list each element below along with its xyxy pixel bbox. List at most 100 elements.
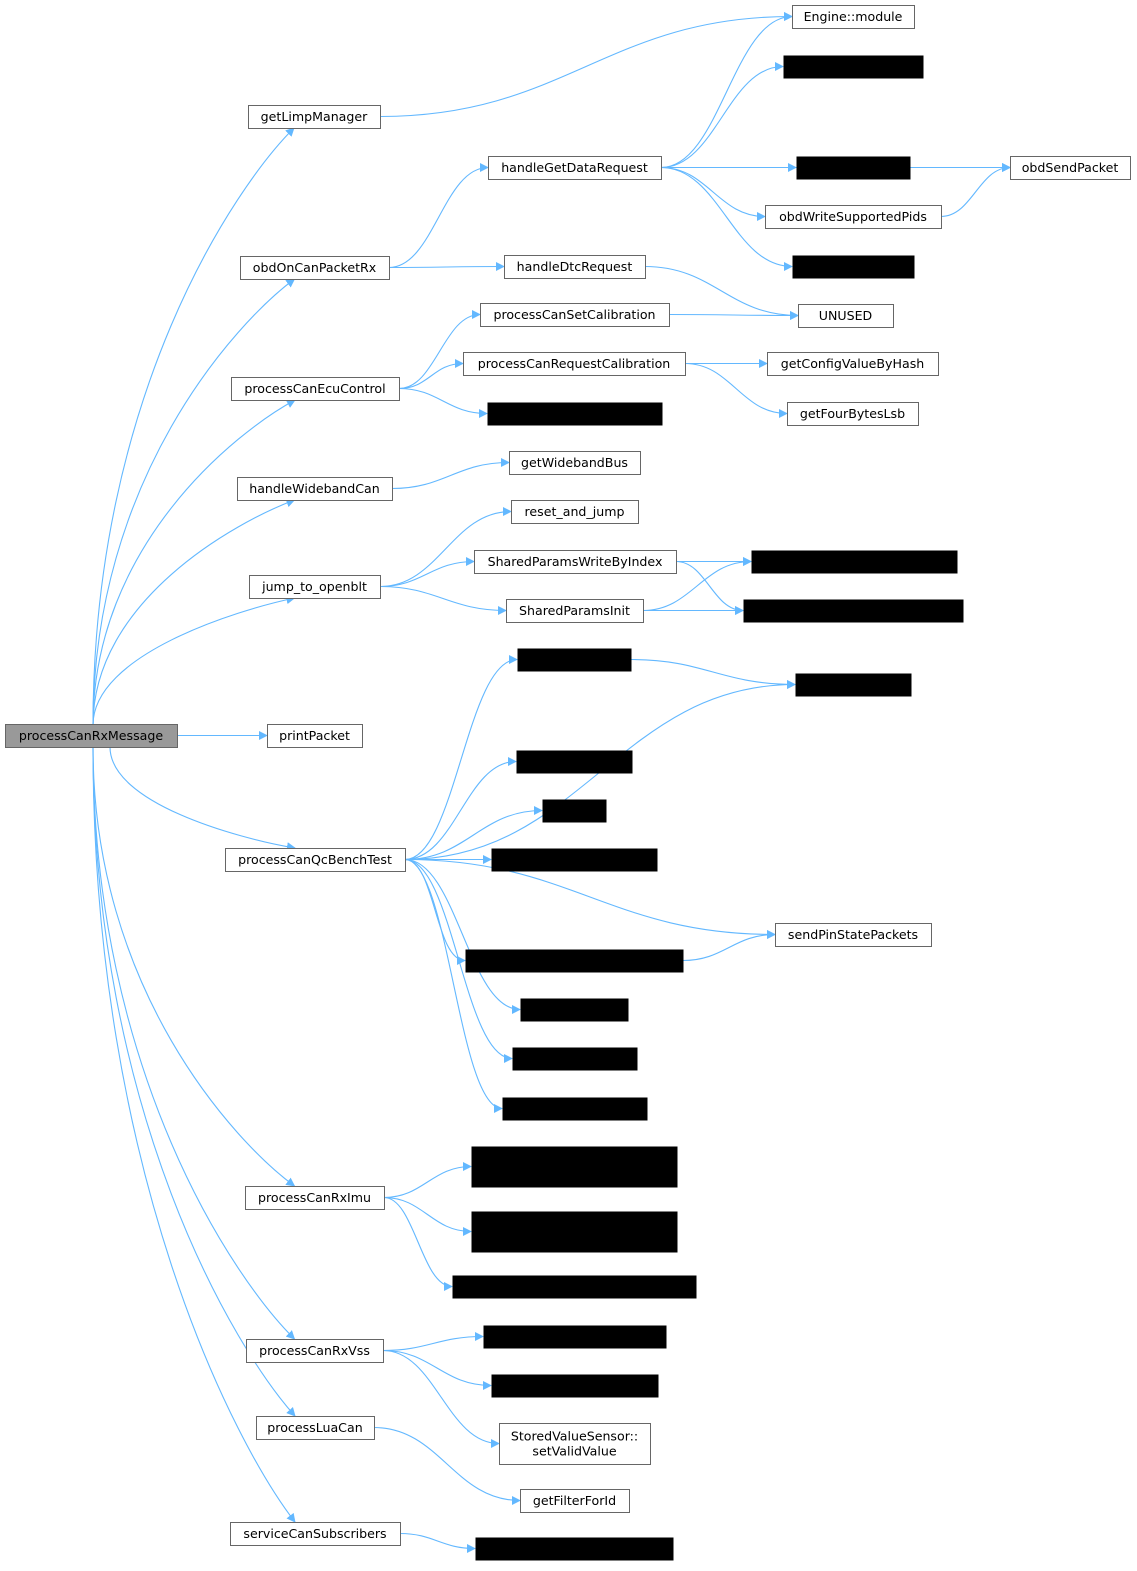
edge-processCanQcBenchTest-to-sendSavedBenchStatePackets — [404, 858, 466, 965]
node-obdOnCanPacketRx[interactable]: obdOnCanPacketRx — [240, 256, 390, 280]
node-setPin[interactable]: setPin — [542, 799, 607, 823]
node-setHwQcMode[interactable]: setHwQcMode — [795, 673, 912, 697]
node-box — [1010, 156, 1131, 180]
node-label: resetPinStats — [533, 1002, 616, 1017]
node-sendOutBoardMeta[interactable]: sendOutBoardMeta — [502, 1097, 648, 1121]
node-box — [512, 1047, 638, 1071]
edge-processCanRxVss-to-processCanRxVssImpl — [382, 1349, 492, 1390]
node-SharedParamsInit[interactable]: SharedParamsInit — [506, 599, 644, 623]
node-processCanRxSecondVss[interactable]: processCanRxSecondVss — [483, 1325, 667, 1349]
node-box — [267, 724, 363, 748]
node-label: processCanQcBenchTest — [238, 852, 392, 867]
node-label: reset_and_jump — [525, 504, 625, 519]
node-getFourBytesLsb[interactable]: getFourBytesLsb — [787, 402, 919, 426]
node-label: getConfigValueByHash — [781, 356, 925, 371]
node-box — [240, 256, 390, 280]
node-box — [542, 799, 607, 823]
node-engineModule[interactable]: Engine::module — [792, 5, 915, 29]
node-box — [237, 477, 393, 501]
node-label: getLimpManager — [261, 109, 368, 124]
node-reset_and_jump[interactable]: reset_and_jump — [511, 500, 639, 524]
node-processCanUserControl[interactable]: processCanUserControl — [487, 402, 663, 426]
node-label: SharedParamsInit — [519, 603, 630, 618]
node-obdWriteSupportedPids[interactable]: obdWriteSupportedPids — [765, 205, 942, 229]
node-processCanRequestCalibration[interactable]: processCanRequestCalibration — [463, 352, 686, 376]
node-label: _10_RollX — [543, 1167, 605, 1182]
node-SharedParamsValidateBuffer[interactable]: SharedParamsValidateBuffer — [751, 550, 958, 574]
node-processCanQcBenchTest[interactable]: processCanQcBenchTest — [225, 848, 406, 872]
edge-handleWidebandCan-to-getWidebandBus — [391, 458, 510, 490]
edges-layer — [92, 12, 1011, 1553]
edge-obdOnCanPacketRx-to-handleGetDataRequest — [388, 163, 489, 269]
node-resetPinStats[interactable]: resetPinStats — [520, 998, 629, 1022]
edge-processCanRxVss-to-processCanRxSecondVss — [382, 1332, 484, 1352]
node-SharedParamsWriteByIndex[interactable]: SharedParamsWriteByIndex — [474, 550, 677, 574]
edge-handleGetDataRequest-to-obdWriteSupportedPids — [660, 166, 766, 221]
edge-handleGetDataRequest-to-getFuelingLoad — [660, 166, 793, 271]
node-label: processCanRxVss — [259, 1343, 370, 1358]
node-label: setPin — [555, 803, 593, 818]
node-processCanRxVss[interactable]: processCanRxVss — [246, 1339, 384, 1363]
node-processCanEcuControl[interactable]: processCanEcuControl — [231, 377, 400, 401]
node-jump_to_openblt[interactable]: jump_to_openblt — [249, 575, 381, 599]
node-serviceCanSubscribers[interactable]: serviceCanSubscribers — [230, 1522, 401, 1546]
node-handleGetDataRequest[interactable]: handleGetDataRequest — [488, 156, 662, 180]
node-box — [465, 949, 684, 973]
node-getFuelingLoad[interactable]: getFuelingLoad — [792, 255, 915, 279]
edge-processCanQcBenchTest-to-sendOutBoardMeta — [404, 858, 503, 1113]
node-getFilterForId[interactable]: getFilterForId — [520, 1489, 630, 1513]
node-processLuaCan[interactable]: processLuaCan — [256, 1416, 375, 1440]
node-handleWidebandCan[interactable]: handleWidebandCan — [237, 477, 393, 501]
node-processFrame[interactable]: CanListener::processFrame — [475, 1537, 674, 1561]
node-getConfigValueByHash[interactable]: getConfigValueByHash — [767, 352, 939, 376]
node-processCanRxMessage[interactable]: processCanRxMessage — [5, 724, 178, 748]
node-sendSavedBenchStatePackets[interactable]: sendSavedBenchStatePackets — [465, 949, 684, 973]
edge-processCanRxMessage-to-processCanRxVss — [92, 746, 296, 1340]
node-label: UNUSED — [819, 308, 873, 323]
node-handleDtcRequest[interactable]: handleDtcRequest — [504, 255, 646, 279]
edge-processCanQcBenchTest-to-resetPinStats — [404, 858, 521, 1014]
node-obdSendValue[interactable]: obdSendValue — [796, 156, 911, 180]
node-label: Engine::module — [804, 9, 903, 24]
edge-processCanRxMessage-to-obdOnCanPacketRx — [92, 278, 296, 726]
node-handleBenchCategory[interactable]: handleBenchCategory — [491, 848, 658, 872]
node-imuZ[interactable]: processCanRxImu_BoschM5_10_Z — [452, 1275, 697, 1299]
node-label: StoredValueSensor:: — [511, 1429, 638, 1444]
node-obdSendPacket[interactable]: obdSendPacket — [1010, 156, 1131, 180]
edge-sendSavedBenchStatePackets-to-sendPinStatePackets — [682, 930, 776, 962]
node-getWidebandBus[interactable]: getWidebandBus — [509, 451, 641, 475]
edge-processCanEcuControl-to-processCanRequestCalibration — [398, 359, 464, 390]
node-box — [5, 724, 178, 748]
node-box — [511, 500, 639, 524]
node-box — [751, 550, 958, 574]
node-label: getFilterForId — [533, 1493, 616, 1508]
node-getOrZero[interactable]: Sensor::getOrZero — [783, 55, 924, 79]
node-processCanRxVssImpl[interactable]: processCanRxVssImpl — [491, 1374, 659, 1398]
node-imuRollX[interactable]: processCanRxImu_BoschM5_10_RollX — [471, 1146, 678, 1188]
node-box — [248, 105, 381, 129]
node-sendPinStatePackets[interactable]: sendPinStatePackets — [775, 923, 932, 947]
node-processCanSetCalibration[interactable]: processCanSetCalibration — [480, 303, 670, 327]
node-UNUSED[interactable]: UNUSED — [798, 304, 894, 328]
node-box — [520, 998, 629, 1022]
node-getLimpManager[interactable]: getLimpManager — [248, 105, 381, 129]
node-box — [502, 1097, 648, 1121]
node-printPacket[interactable]: printPacket — [267, 724, 363, 748]
node-processCanRxImu[interactable]: processCanRxImu — [245, 1186, 385, 1210]
node-box — [230, 1522, 401, 1546]
node-scheduleReboot[interactable]: scheduleReboot — [512, 1047, 638, 1071]
node-box — [796, 156, 911, 180]
node-setEngineType[interactable]: setEngineType — [516, 750, 633, 774]
node-imuYawY[interactable]: processCanRxImu_BoschM5_10_YawY — [471, 1211, 678, 1253]
node-label: handleWidebandCan — [249, 481, 380, 496]
node-SharedParamsWriteChecksum[interactable]: SharedParamsWriteChecksum — [743, 599, 964, 623]
node-label: processCanRxMessage — [19, 728, 164, 743]
node-setValidValue[interactable]: StoredValueSensor::setValidValue — [499, 1423, 651, 1465]
node-label: processCanSetCalibration — [493, 307, 655, 322]
node-label: setValidValue — [532, 1444, 616, 1459]
edge-SharedParamsWriteByIndex-to-SharedParamsWriteChecksum — [675, 560, 744, 615]
node-box — [471, 1211, 678, 1253]
node-qcSetEtbState[interactable]: qcSetEtbState — [517, 648, 632, 672]
node-label: Sensor::getOrZero — [795, 59, 911, 74]
